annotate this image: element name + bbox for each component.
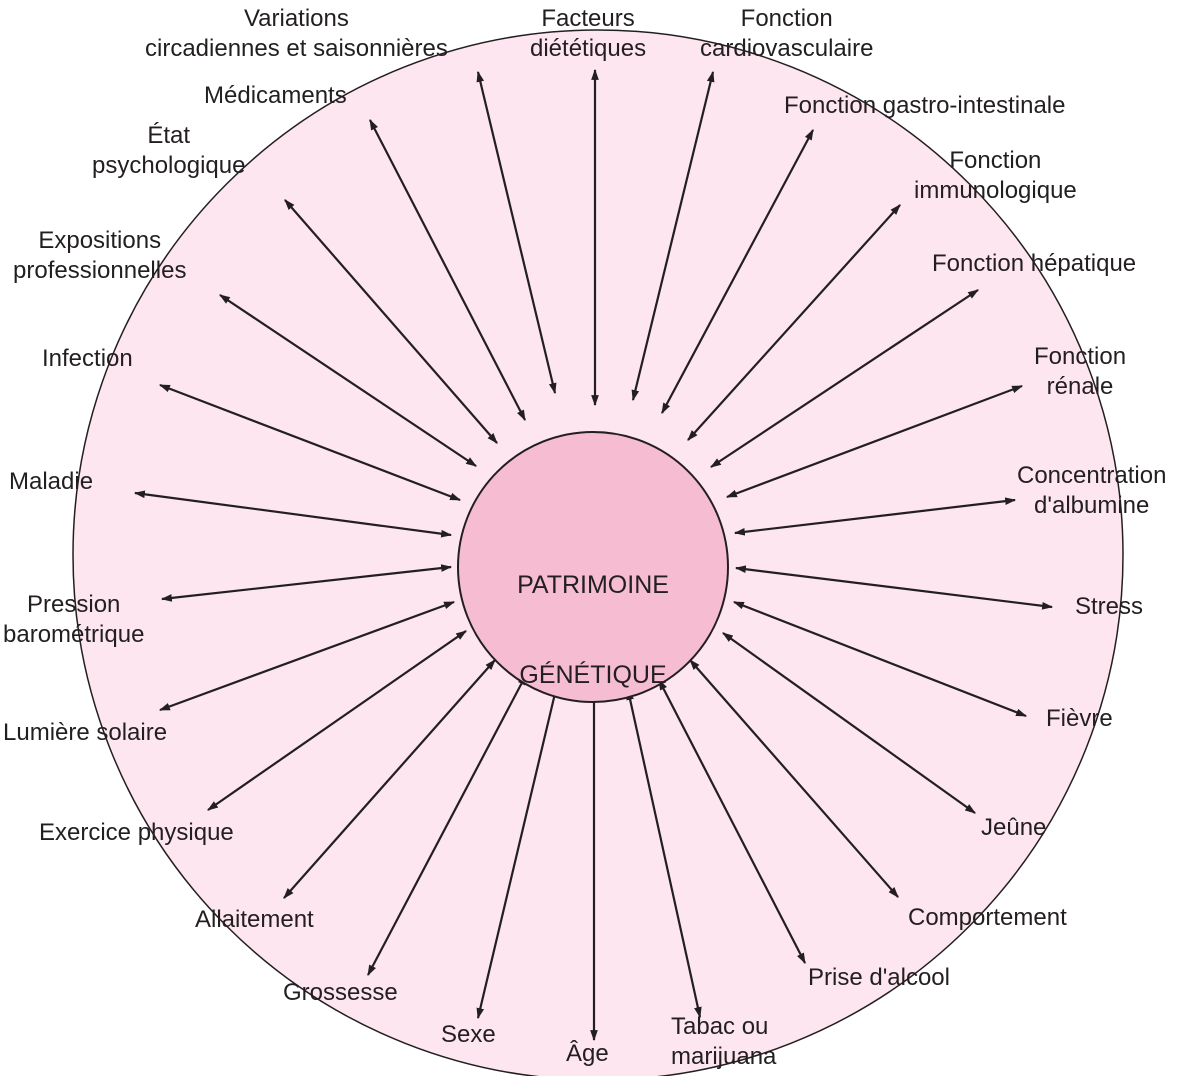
label-pression-barometrique: Pression barométrique [3,591,145,648]
label-fonction-immunologique: Fonction immunologique [914,147,1077,204]
arrow-stress [734,565,1054,610]
arrows-group [133,68,1054,1042]
label-variations: Variations circadiennes et saisonnières [145,5,448,62]
label-medicaments: Médicaments [204,82,347,109]
label-jeune: Jeûne [981,814,1047,841]
label-comportement: Comportement [908,904,1067,931]
label-grossesse: Grossesse [283,979,398,1006]
label-fonction-gastro-intestinale: Fonction gastro-intestinale [784,92,1066,119]
arrow-sexe [476,683,559,1020]
label-fonction-hepatique: Fonction hépatique [932,250,1137,277]
arrow-maladie [133,490,453,538]
label-fonction-renale: Fonction rénale [1034,343,1127,400]
label-age: Âge [566,1040,609,1067]
arrow-fonction-renale [725,384,1024,499]
label-exercice-physique: Exercice physique [39,819,234,846]
label-lumiere-solaire: Lumière solaire [3,719,168,746]
center-label-line1: PATRIMOINE [517,571,669,599]
arrow-infection [158,383,462,502]
label-concentration-albumine: Concentration d'albumine [1017,462,1167,519]
label-facteurs-dietetiques: Facteurs diététiques [530,5,647,62]
label-prise-alcool: Prise d'alcool [808,964,950,991]
label-maladie: Maladie [9,468,94,495]
label-expositions-professionnelles: Expositions professionnelles [13,227,187,284]
label-infection: Infection [42,345,133,372]
center-label-line2: GÉNÉTIQUE [519,661,667,689]
arrow-concentration-albumine [733,497,1017,536]
label-fievre: Fièvre [1046,705,1113,732]
center-label: PATRIMOINE GÉNÉTIQUE [493,510,693,750]
label-stress: Stress [1075,593,1144,620]
label-sexe: Sexe [441,1021,496,1048]
label-etat-psychologique: État psychologique [92,122,246,179]
label-allaitement: Allaitement [195,906,314,933]
label-fonction-cardiovasculaire: Fonction cardiovasculaire [700,5,874,62]
arrow-pression-barometrique [160,564,453,602]
arrow-tabac-marijuana [626,688,702,1019]
label-tabac-marijuana: Tabac ou marijuana [671,1013,777,1070]
center-circle [457,431,729,703]
